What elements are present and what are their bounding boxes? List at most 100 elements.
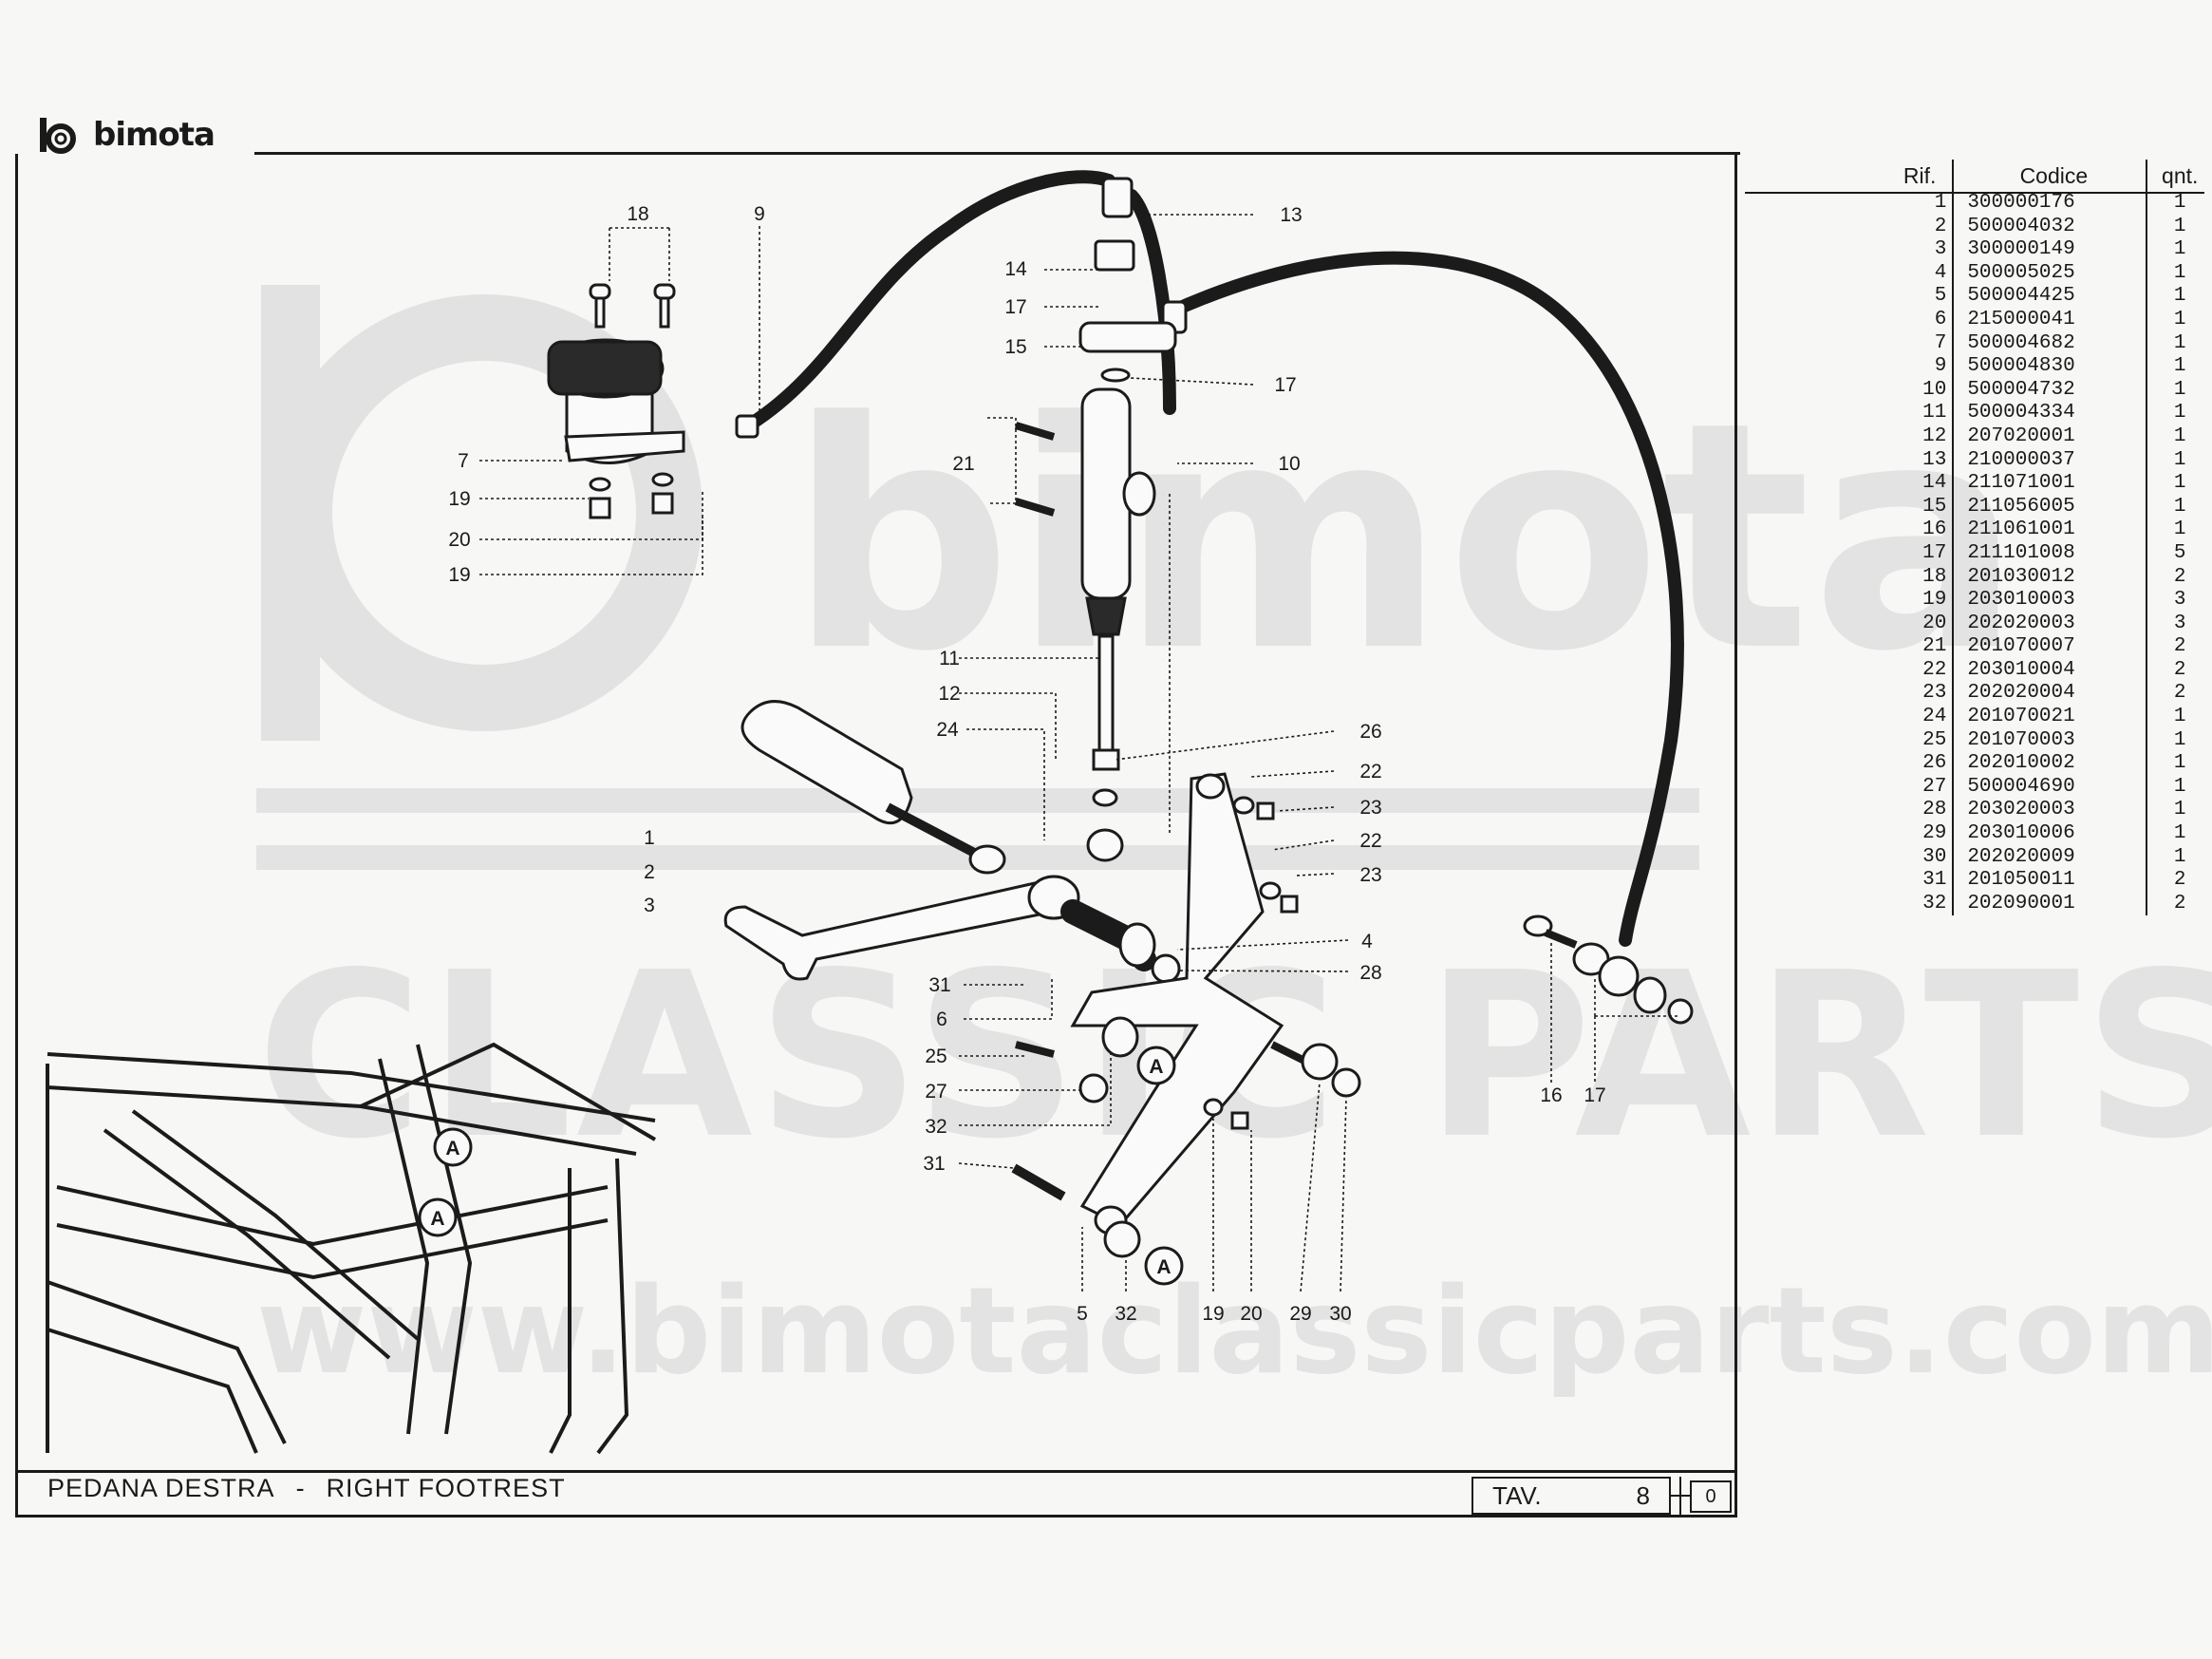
callout-c23b: 23 bbox=[1359, 864, 1381, 886]
callout-c19a: 19 bbox=[448, 488, 470, 510]
parts-table-header: Rif. Codice qnt. bbox=[1887, 160, 2212, 192]
cell-codice: 207020001 bbox=[1953, 424, 2148, 449]
cell-qnt: 1 bbox=[2173, 518, 2186, 541]
cell-codice: 215000041 bbox=[1953, 308, 2148, 332]
callout-c14: 14 bbox=[1004, 258, 1027, 280]
cell-rif: 19 bbox=[1887, 589, 1955, 613]
cell-qnt: 1 bbox=[2173, 472, 2186, 495]
cell-rif: 2 bbox=[1887, 215, 1955, 239]
cell-rif: 17 bbox=[1887, 541, 1955, 566]
brand-logo: bimota bbox=[38, 116, 216, 154]
cell-codice: 202020003 bbox=[1953, 612, 2148, 636]
cell-codice: 202090001 bbox=[1953, 892, 2148, 916]
callout-c12: 12 bbox=[938, 683, 960, 705]
marker-mA2-label: A bbox=[430, 1208, 444, 1230]
callout-c29: 29 bbox=[1289, 1303, 1311, 1325]
plate-number-box: TAV. 8 bbox=[1472, 1477, 1671, 1515]
drawing-title: PEDANA DESTRA - RIGHT FOOTREST bbox=[47, 1474, 566, 1503]
revision-box: 0 bbox=[1690, 1480, 1732, 1513]
cell-codice: 500005025 bbox=[1953, 261, 2148, 286]
tav-number: 8 bbox=[1636, 1480, 1650, 1510]
watermark-line2: www.bimotaclassicparts.com bbox=[256, 1261, 2212, 1401]
marker-mA1: A bbox=[433, 1127, 473, 1167]
cell-qnt: 3 bbox=[2173, 589, 2186, 612]
header-rif: Rif. bbox=[1887, 160, 1955, 192]
callout-c13: 13 bbox=[1280, 204, 1302, 226]
callout-c21: 21 bbox=[952, 453, 974, 475]
cell-qnt: 2 bbox=[2173, 658, 2186, 681]
cell-codice: 202020004 bbox=[1953, 682, 2148, 707]
cell-codice: 211056005 bbox=[1953, 495, 2148, 519]
cell-qnt: 1 bbox=[2173, 192, 2186, 214]
callout-c27: 27 bbox=[925, 1081, 947, 1103]
callout-c24: 24 bbox=[936, 719, 959, 741]
cell-rif: 13 bbox=[1887, 448, 1955, 473]
cell-qnt: 1 bbox=[2173, 355, 2186, 378]
marker-mA3-label: A bbox=[1149, 1056, 1163, 1078]
tav-separator bbox=[1671, 1477, 1690, 1515]
callout-c1: 1 bbox=[644, 827, 655, 849]
callout-c16: 16 bbox=[1540, 1084, 1562, 1106]
cell-qnt: 2 bbox=[2173, 682, 2186, 705]
tav-label: TAV. bbox=[1492, 1480, 1542, 1510]
callout-c25: 25 bbox=[925, 1046, 947, 1067]
cell-rif: 1 bbox=[1887, 192, 1955, 216]
callout-c32b: 32 bbox=[1115, 1303, 1136, 1325]
cell-codice: 500004334 bbox=[1953, 402, 2148, 425]
drawing-frame bbox=[15, 154, 1737, 1518]
cell-codice: 203010004 bbox=[1953, 658, 2148, 683]
cell-qnt: 1 bbox=[2173, 822, 2186, 845]
cell-codice: 300000176 bbox=[1953, 192, 2148, 216]
cell-qnt: 1 bbox=[2173, 215, 2186, 237]
cell-qnt: 1 bbox=[2173, 448, 2186, 471]
watermark-logo-word: bimota bbox=[788, 355, 2022, 720]
cell-qnt: 3 bbox=[2173, 612, 2186, 634]
reservoir-screws bbox=[589, 283, 676, 519]
callout-c11: 11 bbox=[939, 648, 960, 669]
callout-c22b: 22 bbox=[1359, 830, 1381, 852]
cell-codice: 202010002 bbox=[1953, 752, 2148, 776]
cell-rif: 16 bbox=[1887, 518, 1955, 542]
cell-codice: 201070003 bbox=[1953, 728, 2148, 753]
hanger-hardware bbox=[1011, 796, 1361, 1258]
caliper-banjo bbox=[1523, 914, 1694, 1025]
cell-qnt: 1 bbox=[2173, 285, 2186, 308]
header-qnt: qnt. bbox=[2162, 162, 2199, 188]
cell-codice: 201070007 bbox=[1953, 635, 2148, 659]
callout-c3: 3 bbox=[644, 895, 655, 916]
callout-c20b: 20 bbox=[1240, 1303, 1262, 1325]
cell-rif: 15 bbox=[1887, 495, 1955, 519]
cell-rif: 18 bbox=[1887, 565, 1955, 590]
marker-mA4: A bbox=[1144, 1246, 1184, 1286]
cell-qnt: 1 bbox=[2173, 331, 2186, 354]
cell-rif: 23 bbox=[1887, 682, 1955, 707]
watermark: bimota CLASSIC PARTS www.bimotaclassicpa… bbox=[256, 285, 2212, 1401]
cell-codice: 500004682 bbox=[1953, 331, 2148, 356]
header-rule bbox=[254, 152, 1740, 155]
cell-rif: 25 bbox=[1887, 728, 1955, 753]
callouts: 18 9 13 14 17 15 17 7 19 20 19 21 10 11 … bbox=[448, 203, 1605, 1325]
callout-c2: 2 bbox=[644, 861, 655, 883]
title-separator: - bbox=[295, 1474, 306, 1502]
footpeg bbox=[740, 700, 1006, 875]
callout-c31a: 31 bbox=[928, 974, 950, 996]
cell-codice: 201050011 bbox=[1953, 869, 2148, 893]
cell-rif: 14 bbox=[1887, 472, 1955, 496]
cell-rif: 31 bbox=[1887, 869, 1955, 893]
